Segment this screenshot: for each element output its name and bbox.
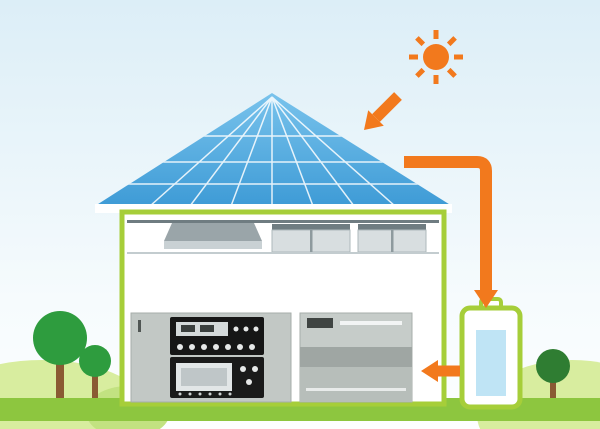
stove-unit	[130, 312, 292, 403]
arrow-roof-to-battery-head	[474, 290, 498, 308]
arrow-sun-to-roof-head	[364, 110, 384, 130]
tree-large-trunk	[56, 356, 64, 402]
arrow-sun-to-roof-shaft	[372, 92, 402, 122]
display-segment-2	[200, 325, 214, 332]
storage-battery-icon	[459, 297, 523, 410]
range-hood	[164, 223, 262, 249]
window-1-rail	[272, 224, 350, 230]
dishwasher-band	[300, 347, 412, 367]
sun-icon	[409, 30, 463, 84]
window-2-mullion	[391, 230, 394, 252]
second-floor	[127, 220, 439, 254]
arrow-battery-to-house-head	[421, 360, 438, 382]
upper-trim-line	[127, 220, 439, 223]
window-2-rail	[358, 224, 426, 230]
dishwasher-door	[300, 367, 412, 402]
arrow-roof-to-battery	[404, 156, 498, 308]
oven-knobs	[240, 366, 258, 385]
window-1-mullion	[310, 230, 313, 252]
roof-fascia	[95, 204, 452, 213]
tree-small-trunk	[92, 372, 98, 402]
tree-large-foliage	[33, 311, 87, 365]
house	[119, 209, 447, 407]
tree-small-foliage	[79, 345, 111, 377]
window-unit-1	[271, 224, 351, 253]
window-sill-line	[127, 252, 439, 254]
tree-large	[33, 311, 87, 402]
control-buttons-row	[177, 344, 255, 350]
oven-window-inner	[181, 368, 227, 386]
cabinet-handle	[138, 320, 141, 332]
arrow-battery-to-house	[421, 360, 460, 382]
oven-vent-dots	[178, 392, 232, 396]
arrow-sun-to-roof	[364, 92, 402, 130]
tree-small	[79, 345, 111, 402]
right-tree	[536, 349, 570, 404]
dishwasher-control	[307, 318, 333, 328]
kitchen-appliances	[130, 312, 413, 403]
sun-core	[423, 44, 449, 70]
hood-canopy	[164, 223, 262, 241]
control-buttons-top	[233, 326, 259, 332]
display-segment-1	[181, 325, 195, 332]
dishwasher	[299, 312, 413, 403]
battery-charge-level	[476, 330, 506, 396]
arrow-roof-to-battery-shaft	[404, 156, 492, 292]
hood-base	[164, 241, 262, 249]
dishwasher-slot	[340, 321, 402, 325]
right-tree-foliage	[536, 349, 570, 383]
dishwasher-door-line	[306, 388, 406, 391]
right-tree-trunk	[550, 378, 556, 404]
sun-rays	[409, 30, 463, 84]
window-unit-2	[357, 224, 427, 253]
